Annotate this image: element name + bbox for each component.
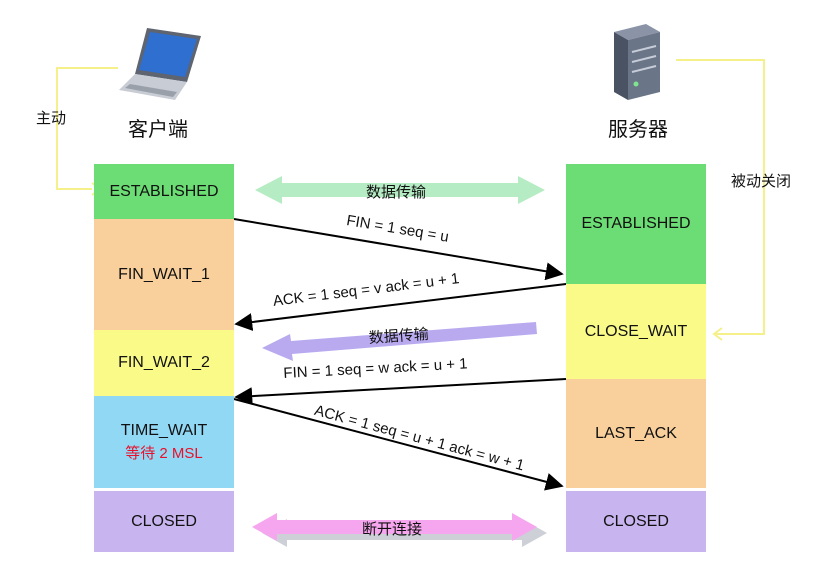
data-transfer-band-1 (255, 176, 545, 204)
client-state-fin-wait-1: FIN_WAIT_1 (94, 219, 234, 330)
server-icon (614, 24, 660, 100)
fin2-arrow (234, 378, 567, 406)
passive-close-label: 被动关闭 (731, 173, 792, 190)
disconnect-label: 断开连接 (362, 521, 423, 538)
client-state-established: ESTABLISHED (94, 164, 234, 219)
ack1-arrow (234, 283, 567, 331)
server-state-closed: CLOSED (566, 491, 706, 552)
server-state-close-wait-label: CLOSE_WAIT (584, 322, 688, 340)
server-state-last-ack-label: LAST_ACK (595, 424, 677, 442)
client-label: 客户端 (128, 119, 188, 141)
laptop-icon (119, 28, 201, 100)
client-state-closed: CLOSED (94, 491, 234, 552)
time-wait-note: 等待 2 MSL (125, 444, 203, 462)
server-state-last-ack: LAST_ACK (566, 379, 706, 488)
server-state-established: ESTABLISHED (566, 164, 706, 284)
fin1-arrow (233, 218, 564, 281)
disconnect-band (252, 513, 547, 547)
client-state-established-label: ESTABLISHED (109, 182, 219, 200)
server-state-close-wait: CLOSE_WAIT (566, 284, 706, 379)
initiator-label: 主动 (36, 110, 67, 127)
client-state-fin-wait-1-label: FIN_WAIT_1 (118, 265, 210, 283)
client-state-time-wait: TIME_WAIT 等待 2 MSL (94, 396, 234, 488)
data-transfer-band-2 (262, 322, 537, 361)
ack2-arrow (233, 398, 564, 491)
passive-bracket (676, 59, 765, 341)
server-label: 服务器 (608, 119, 668, 141)
client-state-time-wait-label: TIME_WAIT (120, 421, 208, 439)
client-state-fin-wait-2: FIN_WAIT_2 (94, 330, 234, 396)
data-transfer-label-1: 数据传输 (366, 184, 427, 201)
server-state-established-label: ESTABLISHED (581, 215, 691, 232)
client-state-closed-label: CLOSED (131, 512, 197, 530)
client-state-fin-wait-2-label: FIN_WAIT_2 (118, 354, 210, 371)
server-state-closed-label: CLOSED (603, 512, 669, 530)
data-transfer-label-2: 数据传输 (368, 325, 430, 347)
